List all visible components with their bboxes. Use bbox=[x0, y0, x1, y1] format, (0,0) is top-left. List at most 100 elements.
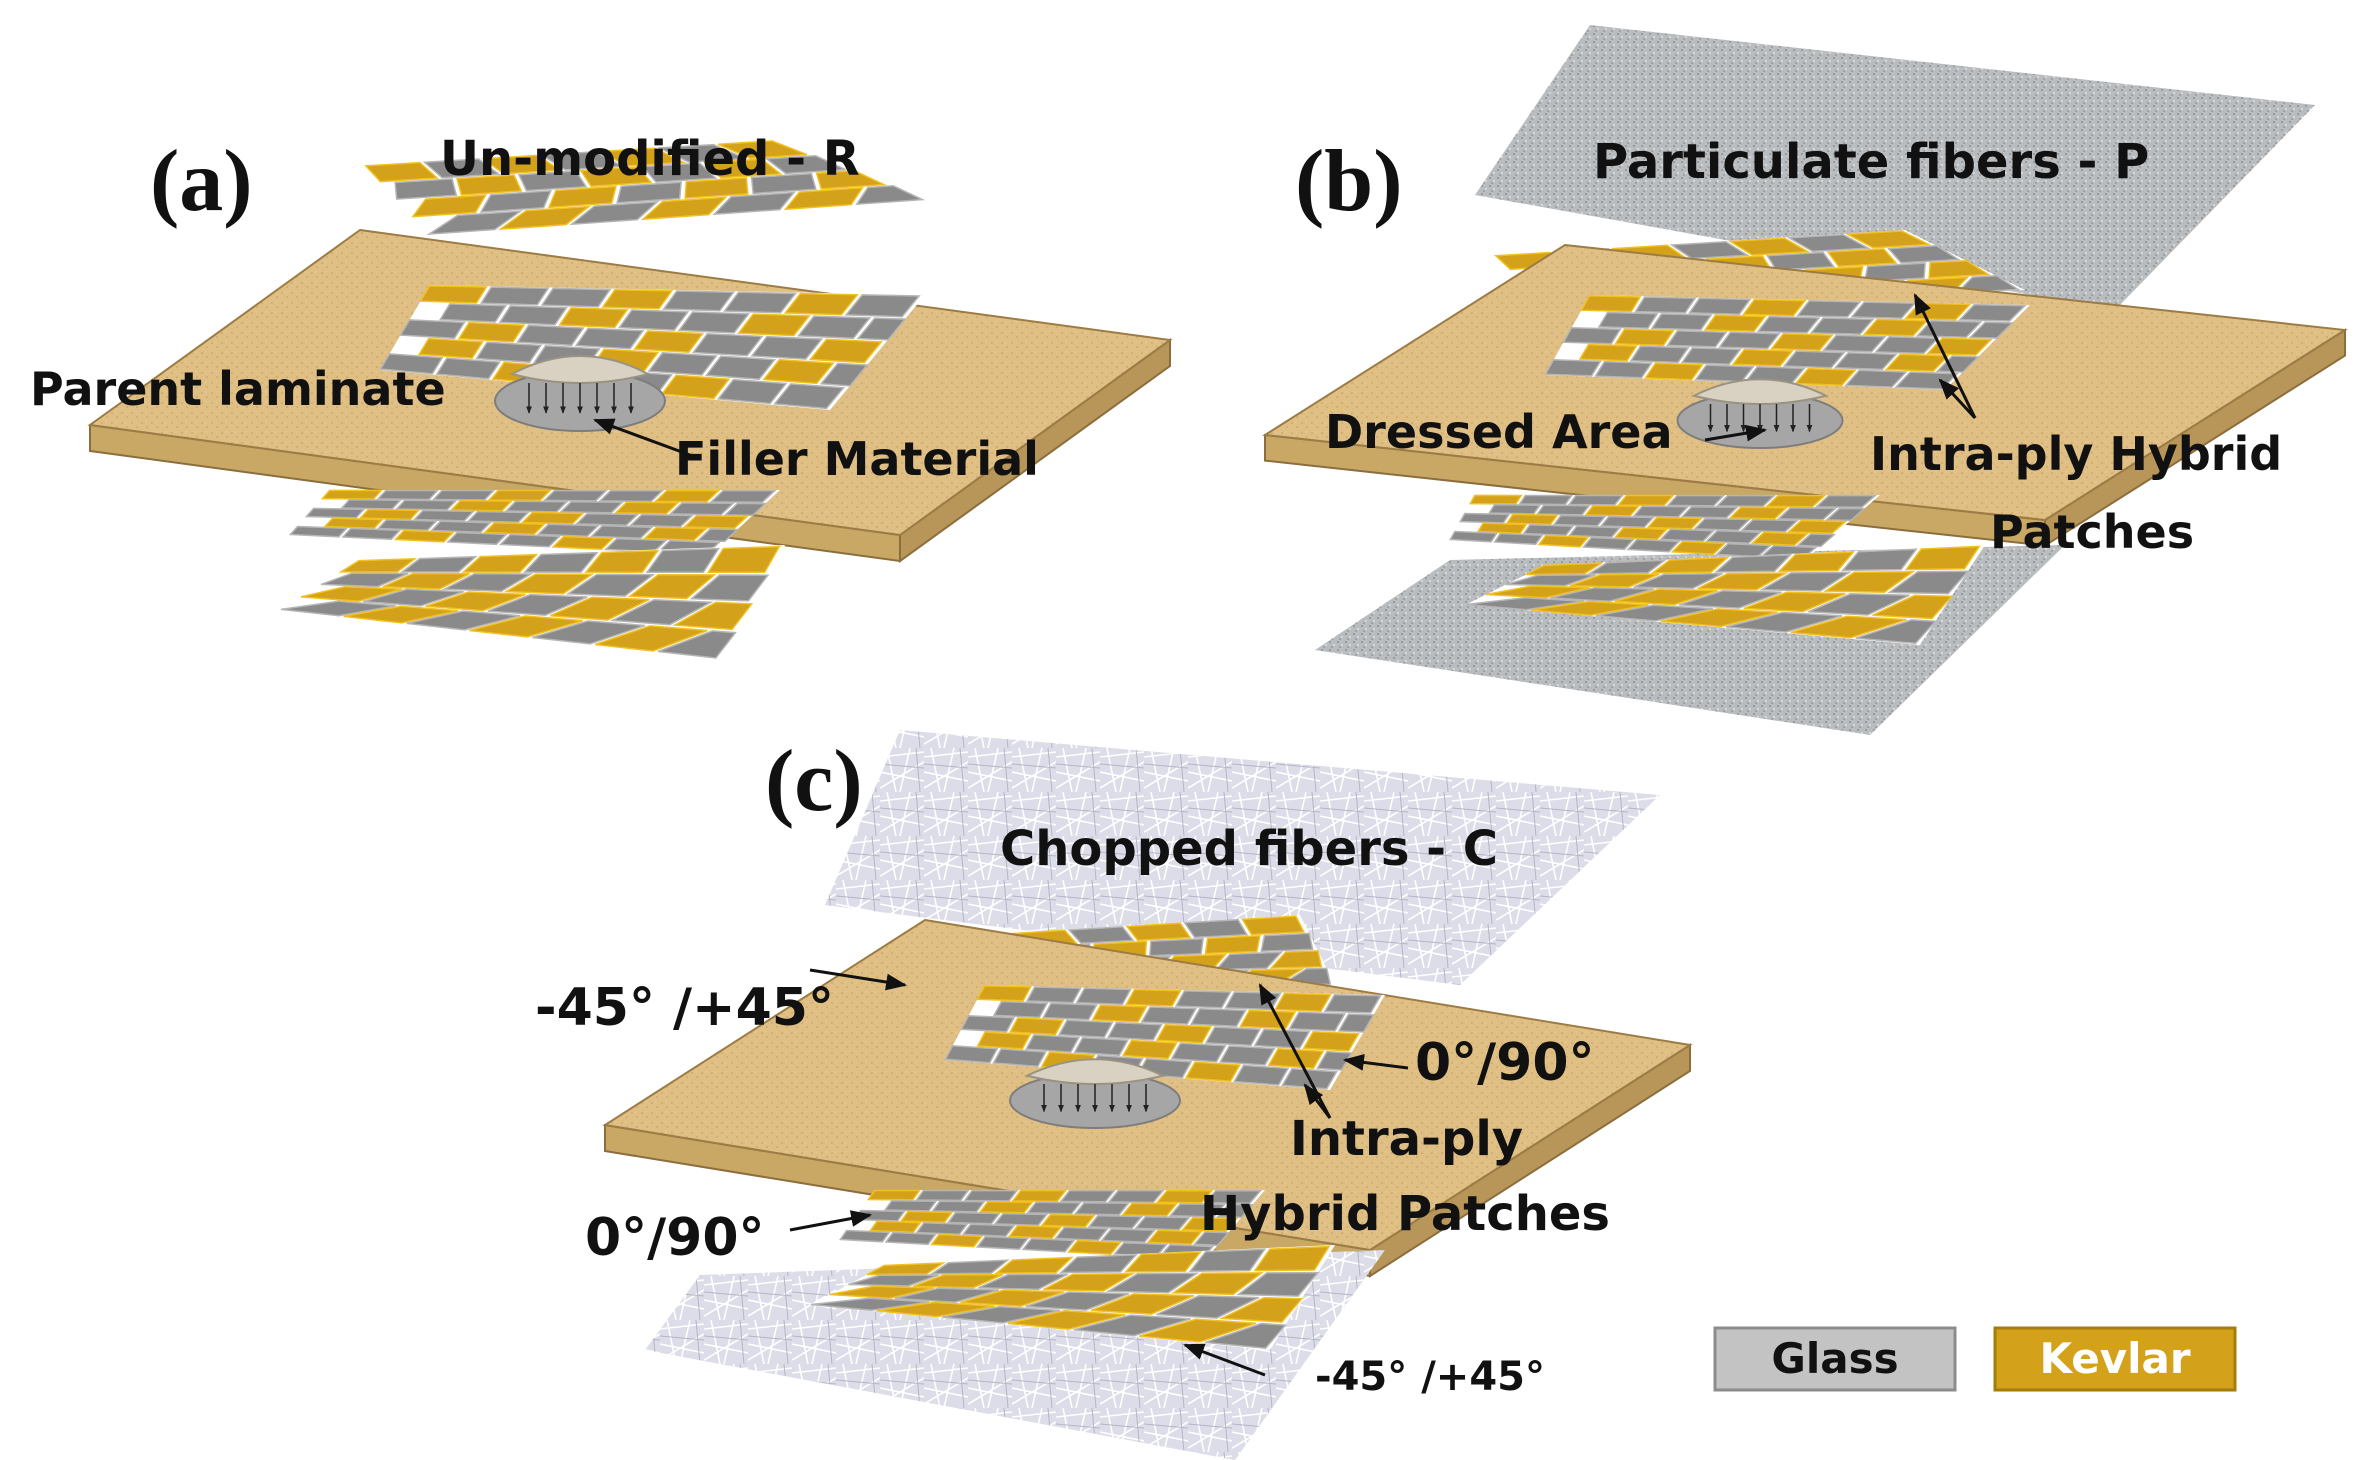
glass-tow bbox=[479, 189, 552, 213]
glass-tow bbox=[1567, 525, 1622, 539]
glass-tow bbox=[1714, 553, 1793, 573]
glass-tow bbox=[1059, 1189, 1116, 1203]
bottom-patch-square bbox=[839, 1189, 1265, 1260]
glass-tow bbox=[516, 324, 585, 347]
glass-tow bbox=[504, 500, 569, 513]
kevlar-tow bbox=[457, 321, 526, 343]
glass-tow bbox=[883, 1200, 938, 1212]
kevlar-tow bbox=[717, 140, 808, 159]
glass-tow bbox=[1680, 506, 1739, 519]
bottom-patch-diagonal bbox=[810, 1245, 1335, 1350]
glass-tow bbox=[750, 172, 817, 195]
glass-tow bbox=[1786, 233, 1871, 253]
kevlar-tow bbox=[393, 529, 455, 543]
glass-tow bbox=[848, 1274, 939, 1287]
glass-tow bbox=[363, 588, 464, 607]
glass-tow bbox=[559, 501, 625, 514]
angle-label-top-right: 0°/90° bbox=[1415, 1033, 1595, 1093]
kevlar-tow bbox=[1670, 540, 1727, 555]
glass-tow bbox=[288, 525, 349, 538]
glass-tow bbox=[517, 170, 588, 192]
glass-tow bbox=[1629, 345, 1690, 364]
glass-tow bbox=[1666, 330, 1728, 348]
legend: Glass Kevlar bbox=[1713, 1326, 2237, 1392]
kevlar-tow bbox=[549, 596, 650, 621]
kevlar-tow bbox=[481, 154, 563, 175]
glass-tow bbox=[1887, 570, 1970, 595]
kevlar-tow bbox=[1121, 1202, 1178, 1217]
glass-tow bbox=[1595, 604, 1714, 622]
kevlar-tow bbox=[1204, 935, 1261, 955]
glass-tow bbox=[487, 593, 588, 617]
kevlar-tow bbox=[866, 1262, 946, 1276]
kevlar-tow bbox=[1469, 494, 1523, 505]
glass-tow bbox=[1756, 315, 1821, 334]
glass-tow bbox=[1718, 331, 1781, 350]
glass-tow bbox=[1567, 494, 1624, 506]
kevlar-tow bbox=[1770, 333, 1834, 351]
kevlar-tow bbox=[1928, 260, 1991, 279]
glass-tow bbox=[542, 489, 609, 502]
glass-tow bbox=[565, 573, 656, 597]
glass-tow bbox=[1288, 1011, 1346, 1032]
kevlar-tow bbox=[338, 557, 418, 573]
glass-tow bbox=[1073, 1202, 1130, 1216]
kevlar-tow bbox=[815, 170, 887, 190]
kevlar-tow bbox=[869, 1220, 922, 1234]
kevlar-tow bbox=[1485, 585, 1590, 599]
kevlar-tow bbox=[300, 585, 403, 602]
kevlar-tow bbox=[783, 292, 859, 316]
patch-arrow-mid bbox=[1303, 1083, 1332, 1119]
glass-tow bbox=[668, 502, 735, 516]
kevlar-tow bbox=[1794, 367, 1857, 387]
kevlar-tow bbox=[1090, 1293, 1195, 1315]
glass-tow bbox=[960, 1015, 1016, 1033]
glass-tow bbox=[1054, 1226, 1110, 1241]
kevlar-tow bbox=[1578, 343, 1638, 362]
kevlar-tow bbox=[633, 330, 705, 353]
glass-tow bbox=[376, 489, 440, 501]
kevlar-tow bbox=[1067, 1239, 1122, 1255]
kevlar-tow bbox=[364, 161, 439, 183]
bottom-patch-diagonal bbox=[280, 545, 785, 660]
glass-tow bbox=[1765, 251, 1836, 271]
legend-kevlar-label: Kevlar bbox=[2039, 1334, 2190, 1383]
kevlar-tow bbox=[487, 489, 552, 502]
kevlar-tow bbox=[976, 1031, 1032, 1050]
kevlar-tow bbox=[672, 601, 754, 631]
glass-tow bbox=[498, 305, 568, 326]
kevlar-tow bbox=[1267, 1048, 1325, 1069]
glass-tow bbox=[647, 352, 718, 376]
glass-tow bbox=[696, 528, 740, 543]
glass-tow bbox=[1562, 327, 1622, 345]
kevlar-tow bbox=[703, 158, 783, 179]
dressed-area-label: Dressed Area bbox=[1325, 405, 1673, 459]
kevlar-tow bbox=[682, 514, 749, 529]
glass-tow bbox=[439, 303, 508, 323]
glass-tow bbox=[1493, 532, 1544, 546]
patches-label-line1: Intra-ply bbox=[1290, 1111, 1523, 1167]
glass-tow bbox=[280, 600, 396, 617]
kevlar-tow bbox=[1139, 1318, 1257, 1343]
glass-tow bbox=[1650, 313, 1713, 331]
glass-tow bbox=[1824, 507, 1867, 522]
glass-tow bbox=[1219, 1045, 1276, 1066]
glass-tow bbox=[992, 1048, 1047, 1068]
filler-dish bbox=[494, 355, 666, 432]
dressed-area-arrow bbox=[1704, 424, 1768, 442]
glass-tow bbox=[1582, 536, 1636, 551]
kevlar-tow bbox=[1505, 513, 1559, 526]
kevlar-tow bbox=[1862, 318, 1929, 337]
kevlar-tow bbox=[960, 1289, 1064, 1307]
glass-tow bbox=[412, 509, 476, 522]
glass-tow bbox=[1536, 504, 1591, 516]
kevlar-tow bbox=[640, 196, 728, 221]
kevlar-tow bbox=[1253, 1245, 1331, 1272]
kevlar-tow bbox=[684, 177, 749, 199]
kevlar-tow bbox=[913, 1273, 1004, 1289]
glass-tow bbox=[1024, 1034, 1081, 1053]
glass-tow bbox=[435, 357, 501, 380]
glass-tow bbox=[1106, 1021, 1163, 1041]
kevlar-tow bbox=[1241, 915, 1305, 936]
